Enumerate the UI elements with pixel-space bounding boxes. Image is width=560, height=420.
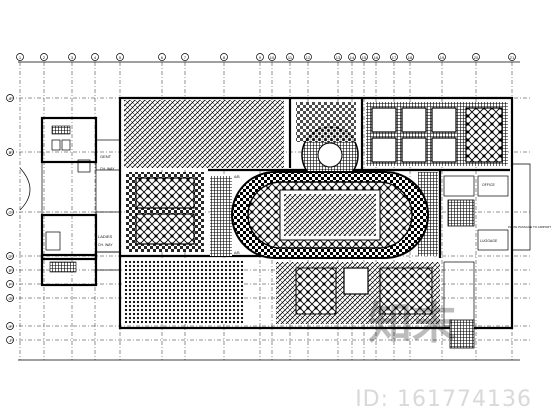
grid-bubble: 18 <box>406 53 414 61</box>
svg-text:C: C <box>9 210 12 215</box>
grid-bubble: 21 <box>508 53 516 61</box>
main-building-outline <box>118 96 514 330</box>
svg-text:知末: 知末 <box>368 299 456 348</box>
top-grid-bubbles: 1 2 3 4 5 6 7 8 9 10 11 12 13 14 15 16 1… <box>16 53 516 61</box>
svg-text:4: 4 <box>94 55 97 60</box>
svg-text:2: 2 <box>43 55 46 60</box>
grid-bubble: 2 <box>40 53 48 61</box>
svg-text:5: 5 <box>119 55 122 60</box>
luggage-label: LUGGAGE <box>480 239 498 243</box>
grid-bubble: 5 <box>116 53 124 61</box>
svg-text:B: B <box>9 150 12 155</box>
grid-bubble: 16 <box>372 53 380 61</box>
grid-bubble: J <box>6 336 14 344</box>
svg-text:E: E <box>9 268 12 273</box>
svg-text:16: 16 <box>374 55 379 60</box>
svg-text:19: 19 <box>440 55 445 60</box>
grid-bubble: 14 <box>348 53 356 61</box>
svg-text:11: 11 <box>288 55 293 60</box>
booth-seating <box>371 107 503 163</box>
ladies-sub-label: CH. WAY <box>98 243 113 247</box>
svg-text:15: 15 <box>362 55 367 60</box>
svg-text:12: 12 <box>306 55 311 60</box>
grid-bubble: 8 <box>220 53 228 61</box>
service-core: OFFICE LUGGAGE PLATE PASSAGE TO AIRPORT … <box>234 163 551 255</box>
svg-text:21: 21 <box>510 55 515 60</box>
grid-bubble: 11 <box>286 53 294 61</box>
svg-text:10: 10 <box>270 55 275 60</box>
svg-text:G: G <box>8 296 11 301</box>
grid-bubble: 19 <box>438 53 446 61</box>
grid-bubble: 7 <box>181 53 189 61</box>
gent-label: GENT <box>100 154 112 159</box>
passage-note: PLATE PASSAGE TO AIRPORT <box>508 225 551 229</box>
dimension-lines <box>18 61 520 361</box>
grid-bubble: 9 <box>256 53 264 61</box>
grid-bubble: 1 <box>16 53 24 61</box>
svg-text:8: 8 <box>223 55 226 60</box>
svg-text:3: 3 <box>71 55 74 60</box>
ab-label-1: A/B <box>234 175 240 179</box>
grid-bubble: B <box>6 148 14 156</box>
central-oval-lounge <box>231 171 429 259</box>
grid-bubble: 13 <box>334 53 342 61</box>
grid-bubble: 20 <box>472 53 480 61</box>
ab-label-2: A/B <box>234 251 240 255</box>
svg-text:13: 13 <box>336 55 341 60</box>
svg-text:20: 20 <box>474 55 479 60</box>
office-label: OFFICE <box>482 183 495 187</box>
spiral-staircase <box>296 102 359 184</box>
svg-text:D: D <box>9 254 12 259</box>
svg-text:J: J <box>9 338 11 343</box>
ladies-label: LADIES <box>98 234 113 239</box>
grid-bubble: C <box>6 208 14 216</box>
gent-sub-label: CH. WAY <box>100 167 115 171</box>
svg-text:14: 14 <box>350 55 355 60</box>
grid-bubble: G <box>6 294 14 302</box>
grid-bubble: A <box>6 94 14 102</box>
grid-bubble: 17 <box>390 53 398 61</box>
grid-bubble: 4 <box>91 53 99 61</box>
bar-area <box>295 261 475 349</box>
grid-bubble: F <box>6 280 14 288</box>
restroom-wing: GENT CH. WAY LADIES CH. WAY <box>19 116 121 287</box>
svg-text:6: 6 <box>161 55 164 60</box>
grid-bubble: D <box>6 252 14 260</box>
watermark-id: ID: 161774136 <box>355 387 532 412</box>
grid-bubble: 15 <box>360 53 368 61</box>
svg-text:H: H <box>9 324 12 329</box>
svg-text:17: 17 <box>392 55 397 60</box>
grid-bubble: 6 <box>158 53 166 61</box>
grid-bubble: 12 <box>304 53 312 61</box>
grid-bubble: H <box>6 322 14 330</box>
grid-bubble: E <box>6 266 14 274</box>
svg-text:7: 7 <box>184 55 187 60</box>
svg-text:A: A <box>9 96 12 101</box>
watermark-logo: 知末 <box>368 299 456 348</box>
grid-bubble: 10 <box>268 53 276 61</box>
svg-text:F: F <box>9 282 12 287</box>
svg-text:18: 18 <box>408 55 413 60</box>
grid-bubble: 3 <box>68 53 76 61</box>
svg-text:1: 1 <box>19 55 22 60</box>
left-grid-bubbles: A B C D E F G H J <box>6 94 14 344</box>
svg-text:9: 9 <box>259 55 262 60</box>
